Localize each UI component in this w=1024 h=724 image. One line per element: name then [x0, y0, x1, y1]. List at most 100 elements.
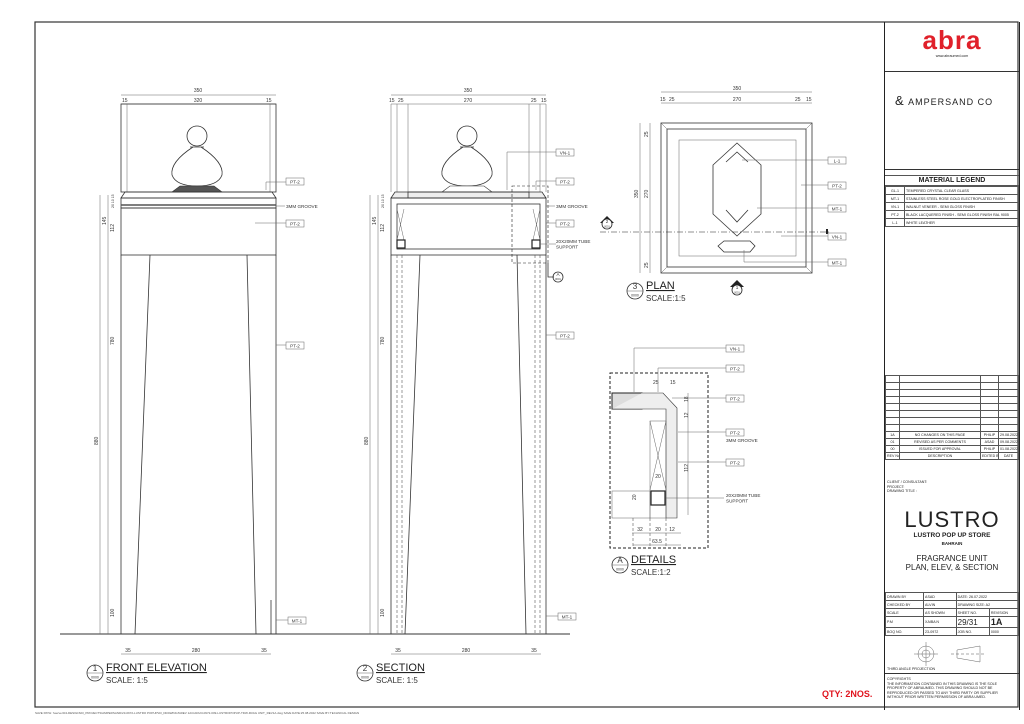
dim-25: 25: [653, 380, 659, 386]
revision-row-empty: [885, 389, 1019, 397]
revision-value: 1A: [988, 616, 1020, 628]
callout-letter: A: [556, 272, 560, 277]
revision-row-empty: [885, 396, 1019, 404]
view-number: 1: [93, 664, 98, 673]
dim-63-5: 63.5: [652, 539, 662, 545]
material-tag: VN-1: [730, 347, 741, 352]
date-cell: DATE: 26.07.2022: [955, 592, 1020, 601]
material-tag: PT-2: [290, 222, 300, 227]
dim-side: 15: [266, 98, 272, 104]
hexagon-inlay: [712, 142, 762, 237]
dim-side: 15: [660, 97, 666, 103]
dim-112: 112: [684, 464, 690, 472]
project-location: BAHRAIN: [941, 541, 963, 546]
legend-desc: WALNUT VENEER - SEMI GLOSS FINISH: [904, 202, 1019, 211]
view-scale: SCALE:1:2: [631, 568, 671, 577]
copyright-title: COPYRIGHTS: [887, 677, 911, 681]
revision-row-empty: [885, 375, 1019, 383]
material-tag: MT-1: [832, 207, 843, 212]
material-tag: L-1: [834, 159, 841, 164]
boq-label: BOQ NO.: [884, 627, 925, 636]
revision-desc: NO CHANGES ON THIS PAGE: [899, 431, 981, 439]
ampersand-icon: &: [895, 93, 904, 108]
view-number: 3: [633, 282, 638, 291]
view-ref: 0000: [616, 568, 624, 572]
material-tag: VN-1: [560, 151, 571, 156]
pm-label: P.M: [884, 616, 925, 628]
pm-value: XAIBA N: [923, 616, 957, 628]
revision-rev: 1A: [885, 431, 900, 439]
dim-side: 15: [122, 98, 128, 104]
project-name: LUSTRO POP UP STORE: [913, 532, 991, 539]
revision-by: ASAD: [980, 438, 999, 446]
sheet-border: [34, 21, 1019, 708]
support-note: SUPPORT: [726, 499, 748, 504]
size-value: A2: [985, 602, 991, 607]
dim-height-body: 112: [110, 224, 116, 232]
client-project-labels: CLIENT / CONSULTANT: PROJECT: DRAWING TI…: [887, 480, 927, 494]
dim-top-small: 20 10 15: [381, 194, 385, 208]
dim-rim: 25: [644, 131, 650, 137]
dim-height-base: 100: [110, 608, 116, 617]
drawn-by-label: DRAWN BY: [884, 592, 925, 601]
dim-15: 15: [670, 380, 676, 386]
dim-12: 12: [669, 527, 675, 533]
revision-label: REVISION: [988, 608, 1020, 617]
section-view: 350 270 15 25 25 15 880 145 112 780 100 …: [240, 88, 614, 685]
dim-rim: 25: [531, 98, 537, 104]
date-value: 26.07.2022: [968, 594, 987, 599]
material-tag: PT-2: [560, 222, 570, 227]
front-elevation: 350 320 15 15 880 145 112 780 100 20 10 …: [60, 88, 318, 685]
drawing-title-line-1: FRAGRANCE UNIT: [916, 554, 988, 563]
dim-side: 15: [389, 98, 395, 104]
copyright-text: THE INFORMATION CONTAINED IN THIS DRAWIN…: [887, 681, 998, 700]
project-logo-text: LUSTRO: [904, 507, 1000, 532]
save-path-footer: SAVE PATH: \\server\04-DESIGN\03_PROJECT…: [35, 711, 360, 715]
job-label: JOB NO.: [955, 627, 990, 636]
revision-row-empty: [885, 417, 1019, 425]
revision-desc: ISSUED FOR APPROVAL: [899, 445, 981, 453]
elevation-mark-ref: 0001: [734, 292, 740, 295]
view-scale: SCALE: 1:5: [106, 676, 148, 685]
material-tag: PT-2: [560, 334, 570, 339]
view-title: DETAILS: [631, 554, 676, 566]
sheet-value: 29/31: [955, 616, 990, 628]
project-logo: LUSTRO LUSTRO POP UP STORE BAHRAIN FRAGR…: [885, 507, 1019, 573]
tube-note: 20X20MM TUBE: [726, 493, 760, 498]
dim-20: 20: [632, 494, 638, 500]
dim-leg-gap: 280: [462, 648, 471, 654]
legend-desc: STAINLESS STEEL ROSE GOLD ELECTROPLATED …: [904, 194, 1019, 203]
material-tag: PT-2: [730, 461, 740, 466]
revision-date: 09.08.2022: [998, 438, 1019, 446]
callout-ref: 0001: [555, 277, 561, 281]
detail-callout-box: [511, 185, 549, 264]
revision-header-by: EDITED BY: [980, 452, 999, 460]
dim-height-leg: 780: [380, 336, 386, 345]
project-label: PROJECT:: [887, 484, 905, 489]
dim-inner-width: 270: [464, 98, 473, 104]
dim-12: 12: [684, 412, 690, 418]
view-scale: SCALE: 1:5: [376, 676, 418, 685]
dim-leg-gap: 280: [192, 648, 201, 654]
view-ref: 0000: [631, 294, 639, 298]
view-number: A: [617, 556, 623, 565]
elevation-mark-number: 1: [736, 285, 739, 290]
client-logo: & AMPERSAND CO: [885, 72, 1019, 170]
material-tag: PT-2: [832, 184, 842, 189]
tube-note: 20X20MM TUBE: [556, 239, 590, 244]
revision-row-empty: [885, 382, 1019, 390]
abra-logo-mark: abra: [922, 25, 982, 55]
material-tag: MT-1: [292, 619, 303, 624]
material-tag: MT-1: [832, 261, 843, 266]
dim-height-base: 100: [380, 608, 386, 617]
dim-20: 20: [655, 474, 661, 480]
elevation-marker-icon: 1 0001: [730, 280, 744, 296]
details-view: 32 20 12 63.5 25 15 18 12 112 20 20 VN-1…: [609, 344, 760, 577]
legend-desc: TEMPERED CRYSTAL CLEAR GLASS: [904, 186, 1019, 195]
